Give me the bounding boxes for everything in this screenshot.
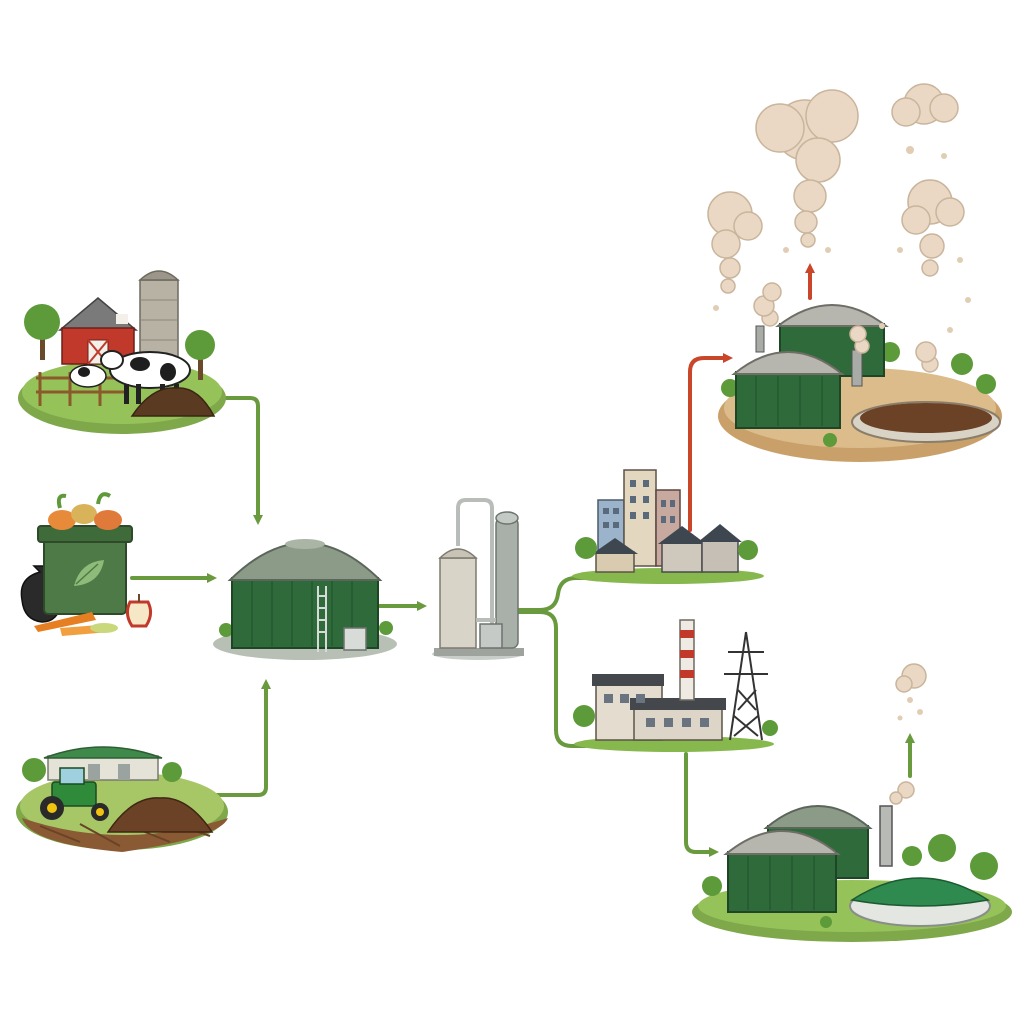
dairy-farm-manure xyxy=(18,271,226,434)
factory-icon xyxy=(592,674,726,740)
apple-core-icon xyxy=(127,594,150,626)
waste-bin-icon xyxy=(38,526,132,614)
crop-field-residue xyxy=(16,747,228,852)
storage-tank-icon xyxy=(440,549,476,648)
pylon-icon xyxy=(724,632,768,740)
flow-arrow-farm-to-digester xyxy=(218,398,258,520)
control-box-icon xyxy=(344,628,366,650)
biogas-upgrading-unit xyxy=(432,500,524,660)
smoke-particles xyxy=(898,697,924,721)
smoke-plume-icon xyxy=(890,664,926,804)
chimney-icon xyxy=(680,620,694,700)
barn-icon xyxy=(60,298,136,364)
emissions-digester-site xyxy=(708,84,1002,462)
flow-arrow-power-to-covered-site xyxy=(686,754,714,852)
power-station xyxy=(573,620,778,752)
food-waste-bin xyxy=(21,494,150,636)
covered-digester-site xyxy=(692,664,1012,942)
flow-arrow-field-to-digester xyxy=(180,684,266,795)
urban-housing xyxy=(572,470,764,584)
anaerobic-digester xyxy=(213,539,397,660)
flow-arrow-upgrader-to-city xyxy=(518,578,590,610)
silo-icon xyxy=(140,271,178,360)
flow-arrow-upgrader-to-power xyxy=(518,612,585,746)
slurry-lagoon-icon xyxy=(852,402,1000,442)
